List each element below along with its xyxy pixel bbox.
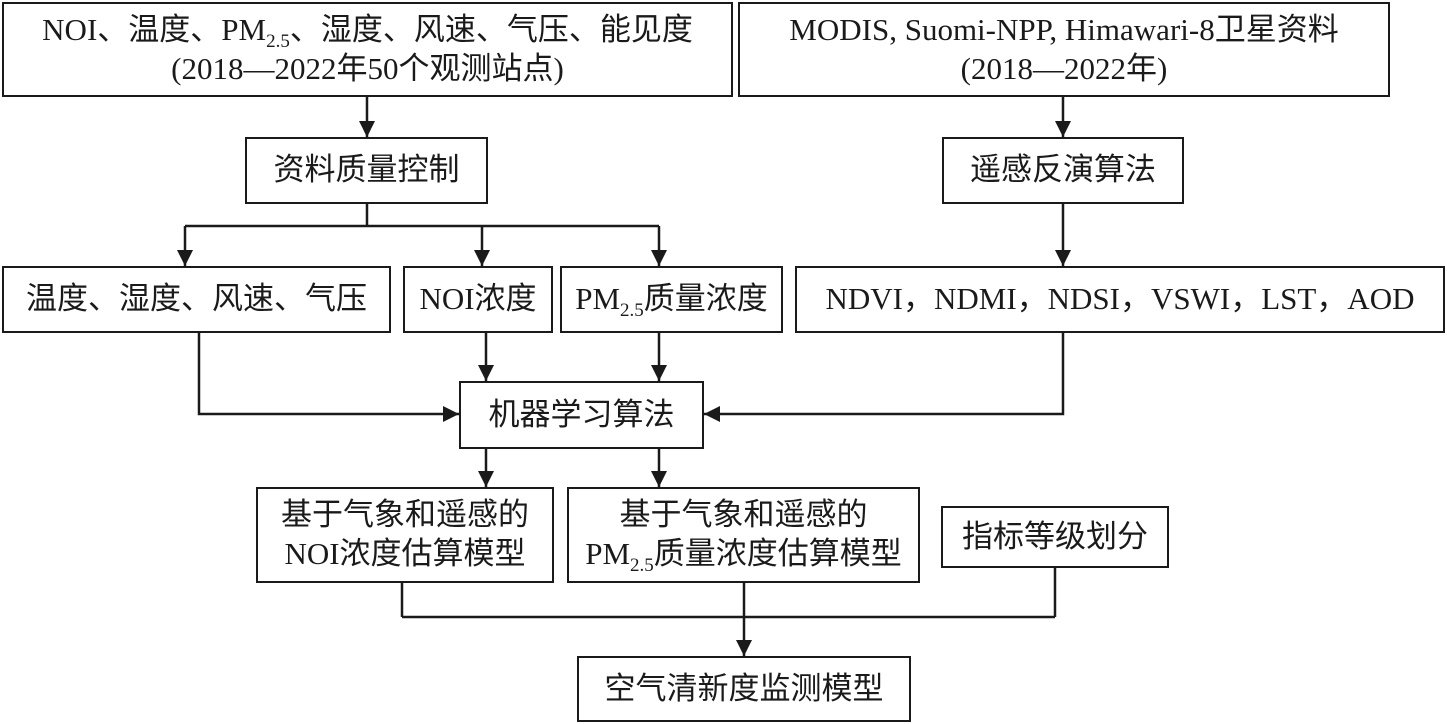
- observation-data-line2: (2018—2022年50个观测站点): [171, 50, 564, 86]
- arrowhead: [736, 640, 752, 656]
- arrowhead: [651, 250, 667, 266]
- pm-model-box: 基于气象和遥感的 PM2.5质量浓度估算模型: [567, 487, 920, 583]
- arrow-indices-to-ml: [704, 333, 1065, 416]
- observation-data-line1: NOI、温度、PM2.5、湿度、风速、气压、能见度: [42, 11, 693, 52]
- pm-concentration-box: PM2.5质量浓度: [560, 266, 783, 333]
- arrowhead: [478, 471, 494, 487]
- noi-model-line1: 基于气象和遥感的: [281, 497, 529, 533]
- arrowhead: [474, 250, 490, 266]
- arrowheads: [177, 121, 1071, 656]
- observation-data-box: NOI、温度、PM2.5、湿度、风速、气压、能见度 (2018—2022年50个…: [2, 2, 733, 97]
- quality-control-box: 资料质量控制: [245, 137, 488, 204]
- final-monitoring-model-box: 空气清新度监测模型: [577, 656, 911, 722]
- arrowhead: [704, 406, 720, 422]
- satellite-data-box: MODIS, Suomi-NPP, Himawari-8卫星资料 (2018—2…: [738, 2, 1390, 97]
- pm-concentration-label: PM2.5质量浓度: [575, 281, 768, 322]
- arrowhead: [1055, 121, 1071, 137]
- noi-model-line2: NOI浓度估算模型: [284, 536, 526, 571]
- retrieval-algorithm-box: 遥感反演算法: [942, 137, 1184, 204]
- pm-model-line2: PM2.5质量浓度估算模型: [585, 536, 902, 576]
- satellite-data-line2: (2018—2022年): [960, 50, 1168, 86]
- arrowhead: [651, 365, 667, 381]
- noi-concentration-box: NOI浓度: [403, 266, 553, 333]
- arrowhead: [443, 406, 459, 422]
- remote-sensing-indices-box: NDVI，NDMI，NDSI，VSWI，LST，AOD: [795, 266, 1445, 333]
- arrowhead: [651, 471, 667, 487]
- arrow-met-to-ml: [197, 333, 459, 416]
- arrowhead: [177, 250, 193, 266]
- pm-model-line1: 基于气象和遥感的: [619, 497, 868, 533]
- index-grading-box: 指标等级划分: [941, 506, 1169, 568]
- arrowhead: [1055, 250, 1071, 266]
- noi-model-box: 基于气象和遥感的 NOI浓度估算模型: [256, 487, 554, 583]
- arrowhead: [359, 121, 375, 137]
- satellite-data-line1: MODIS, Suomi-NPP, Himawari-8卫星资料: [789, 11, 1339, 47]
- machine-learning-box: 机器学习算法: [459, 381, 704, 449]
- arrowhead: [478, 365, 494, 381]
- met-variables-box: 温度、湿度、风速、气压: [2, 266, 391, 333]
